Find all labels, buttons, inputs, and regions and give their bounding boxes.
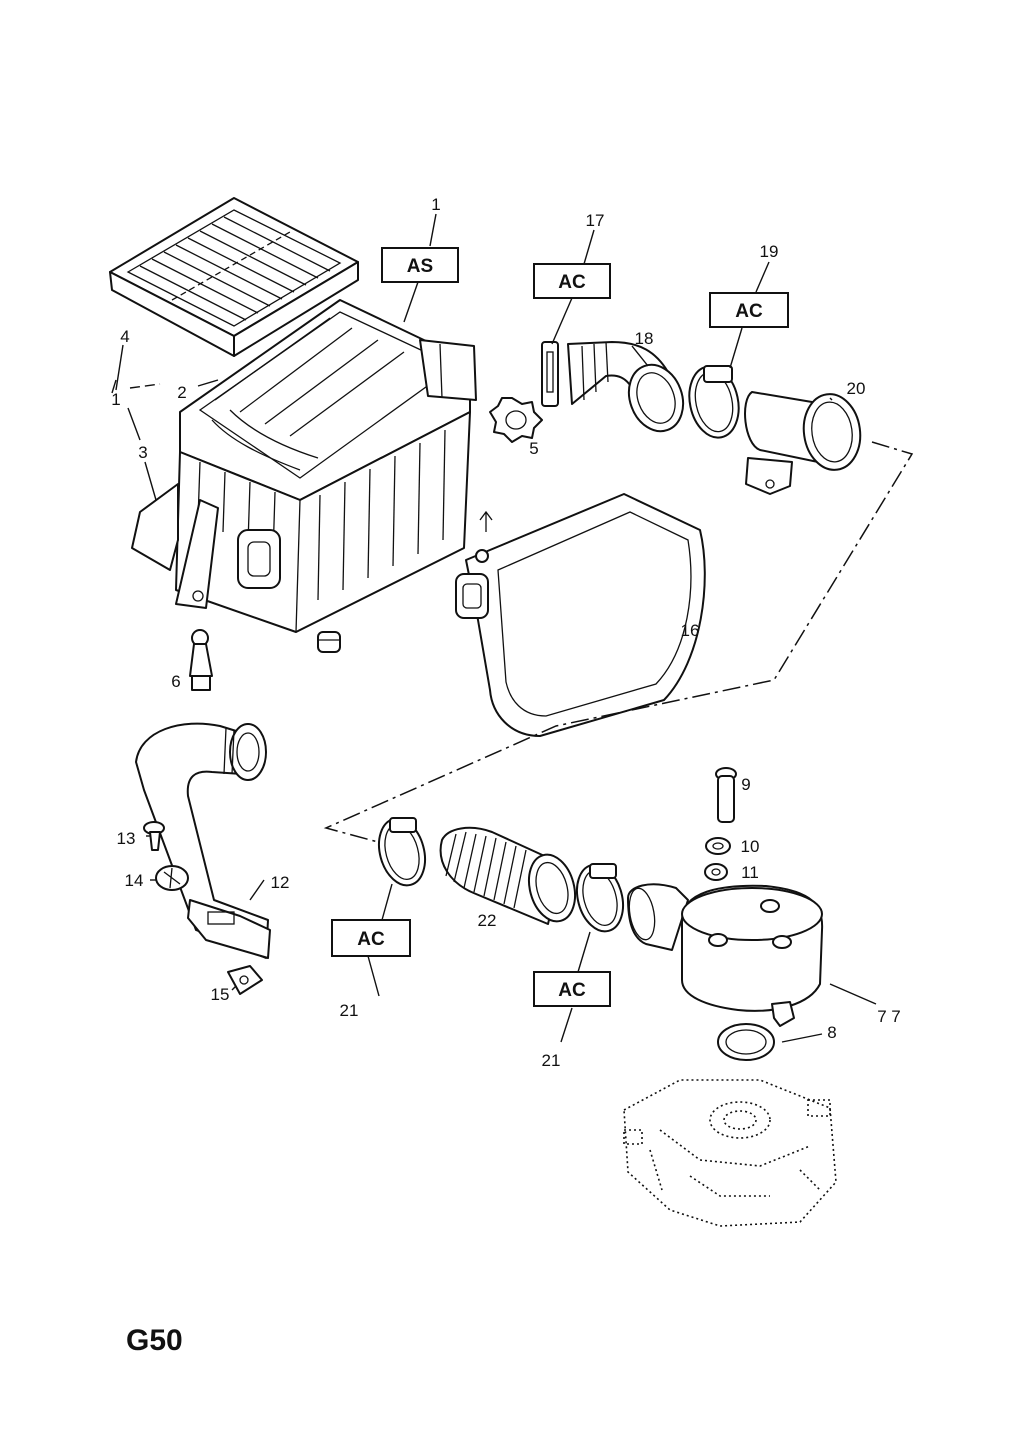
callout-3: 3 [138,443,147,462]
resonator [455,493,706,737]
callout-5: 5 [529,439,538,458]
svg-text:AC: AC [558,272,586,293]
callout-4: 4 [120,327,129,346]
leader-lines [111,213,877,1043]
callout-6: 6 [171,672,180,691]
callout-7b: 7 [891,1007,900,1026]
elbow-hose [567,341,685,433]
grommet [489,397,543,443]
svg-text:AC: AC [357,929,385,950]
intake-duct [135,722,271,959]
hose-clamp-19 [688,365,740,439]
callout-9: 9 [741,775,750,794]
callout-12: 12 [271,873,290,892]
svg-text:AC: AC [735,301,763,322]
callout-14: 14 [125,871,144,890]
label-box-as-1: AS [381,247,459,283]
callout-1-top: 1 [431,195,440,214]
callout-2: 2 [177,383,186,402]
callout-19: 19 [760,242,779,261]
callout-11: 11 [741,863,759,882]
callout-20: 20 [847,379,866,398]
bellows-hose [439,826,577,925]
clip [155,865,189,891]
callout-22: 22 [478,911,497,930]
hose-clamp-21b [575,863,625,933]
svg-text:AS: AS [407,256,433,277]
svg-text:AC: AC [558,980,586,1001]
drain-valve [189,629,213,691]
callout-18: 18 [635,329,654,348]
air-filter-element [109,197,359,357]
callout-7a: 7 [877,1007,886,1026]
callout-16: 16 [681,621,700,640]
hose-clamp-21a [377,817,427,887]
label-box-ac-21a: AC [331,919,411,957]
callout-10: 10 [741,837,760,856]
callout-13: 13 [117,829,136,848]
seal-ring [717,1023,775,1061]
label-box-ac-17: AC [533,263,611,299]
callout-8: 8 [827,1023,836,1042]
assembly-path-line [323,441,914,843]
grommet-10 [705,837,731,855]
air-cleaner-housing [131,299,477,653]
label-box-ac-21b: AC [533,971,611,1007]
label-box-ac-19: AC [709,292,789,328]
push-rivet [143,821,165,851]
callout-15: 15 [211,985,230,1004]
sensor-strip [541,341,559,407]
callout-21a: 21 [340,1001,359,1020]
bolt [715,767,737,823]
throttle-adaptor [627,883,824,1027]
throttle-body-reference [623,1079,837,1227]
callout-17: 17 [586,211,605,230]
air-mass-meter [744,391,862,495]
washer-11 [704,863,728,881]
callout-1-left: 1 [111,390,120,409]
page-code: G50 [126,1324,183,1357]
callout-21b: 21 [542,1051,561,1070]
